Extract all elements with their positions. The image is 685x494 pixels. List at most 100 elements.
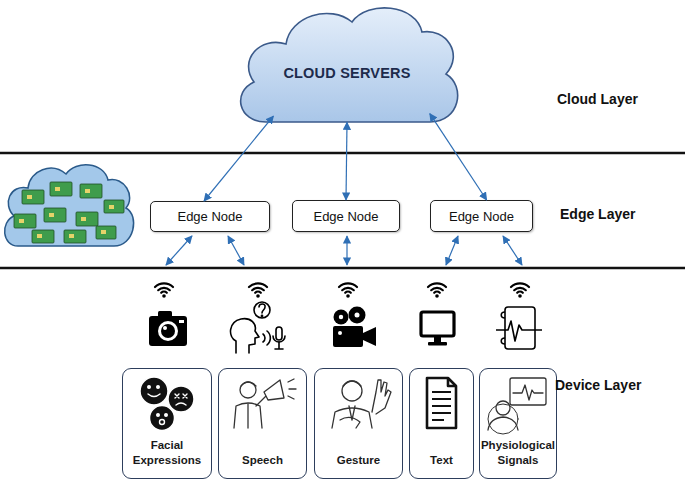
camera-icon <box>161 324 175 338</box>
monitor-icon <box>421 312 454 336</box>
voice-icon <box>273 336 285 342</box>
edge-cluster-icon <box>64 230 86 243</box>
ecg-device-icon <box>501 312 505 344</box>
edge-cluster-icon <box>80 184 102 198</box>
wifi-symbol <box>428 283 446 297</box>
edge-cluster-icon <box>19 219 24 223</box>
voice-icon <box>276 327 282 340</box>
voice-icon <box>259 304 265 313</box>
video-camera-icon <box>333 326 363 347</box>
speaker-illustration <box>288 379 296 399</box>
video-camera-icon <box>334 310 349 325</box>
physiological-illustration <box>496 401 510 415</box>
facial-expression-illustration <box>157 386 160 389</box>
layer-label: Edge Layer <box>560 206 635 222</box>
device-link <box>228 236 244 265</box>
edge-cluster-icon <box>101 230 106 234</box>
camera-icon <box>179 320 184 323</box>
layer-label: Cloud Layer <box>557 91 638 107</box>
layer-label: Device Layer <box>555 377 641 393</box>
node-text: Facial Expressions <box>123 438 211 469</box>
document-illustration <box>448 378 456 386</box>
cloud-shape <box>232 2 462 126</box>
monitor-icon <box>421 312 454 346</box>
voice-icon <box>261 315 262 316</box>
facial-expression-illustration <box>148 386 151 389</box>
edge-cluster-icon <box>49 213 54 217</box>
camera-icon <box>158 321 178 341</box>
speaker-illustration <box>240 382 256 398</box>
edge-cluster-icon <box>81 217 86 221</box>
voice-icon <box>267 331 270 345</box>
voice-icon <box>231 302 285 353</box>
camera-icon <box>163 326 167 330</box>
bidirectional-arrow <box>430 114 487 200</box>
speaker-illustration <box>264 380 284 400</box>
layer-divider <box>0 267 685 270</box>
node-text: Edge Node <box>177 209 242 224</box>
wifi-symbol <box>339 283 357 297</box>
speaker-illustration <box>256 396 266 406</box>
edge-cluster-icon <box>44 208 66 222</box>
node-text: Physiological Signals <box>479 438 557 469</box>
edge-node-box: Edge Node <box>292 200 400 232</box>
facial-expression-illustration <box>160 420 165 425</box>
facial-expression-illustration <box>140 377 168 405</box>
voice-icon <box>263 334 265 342</box>
facial-expression-illustration <box>175 394 187 398</box>
video-camera-icon <box>349 307 366 324</box>
edge-cluster-icon <box>96 226 116 239</box>
facial-expression-illustration <box>176 403 186 405</box>
modality-box: Text <box>409 368 474 479</box>
gesture-illustration <box>332 408 372 428</box>
layer-divider <box>0 152 685 155</box>
physiological-illustration <box>488 417 518 430</box>
speaker-illustration <box>241 382 256 386</box>
edge-cluster-icon <box>76 212 98 226</box>
video-camera-icon <box>339 315 343 319</box>
gesture-illustration <box>372 380 391 414</box>
device-link <box>503 236 522 265</box>
document-illustration <box>427 378 456 428</box>
cloud-server: CLOUD SERVERS <box>232 2 462 126</box>
edge-cluster-icon <box>109 205 114 209</box>
modality-box: Facial Expressions <box>122 368 212 479</box>
edge-cluster-icon <box>104 200 124 213</box>
device-link <box>346 236 347 265</box>
node-text: CLOUD SERVERS <box>283 65 410 81</box>
edge-cluster-icon <box>50 182 72 196</box>
facial-expression-illustration <box>150 406 175 431</box>
edge-cluster-icon <box>5 165 134 246</box>
facial-expression-illustration <box>140 377 194 431</box>
edge-cluster-icon <box>85 189 90 193</box>
voice-icon <box>275 342 283 349</box>
physiological-illustration <box>488 404 518 434</box>
ecg-device-icon <box>496 321 542 341</box>
physiological-illustration <box>488 378 546 434</box>
document-illustration <box>427 378 456 428</box>
camera-icon <box>149 311 187 346</box>
edge-cluster-icon <box>5 165 134 246</box>
speaker-illustration <box>247 404 248 428</box>
physiological-illustration <box>513 385 543 400</box>
wifi-symbol <box>511 283 529 297</box>
speaker-illustration <box>234 403 262 428</box>
gesture-illustration <box>332 380 391 428</box>
node-text: Edge Node <box>313 209 378 224</box>
facial-expression-illustration <box>148 394 160 397</box>
device-link <box>166 236 522 265</box>
facial-expression-illustration <box>157 414 160 417</box>
modality-box: Gesture <box>314 368 403 479</box>
monitor-icon <box>428 342 447 346</box>
edge-cluster-icon <box>55 187 60 191</box>
edge-node-box: Edge Node <box>150 201 270 232</box>
facial-expression-illustration <box>148 386 187 425</box>
facial-expression-illustration <box>168 386 194 412</box>
edge-cluster-icon <box>37 234 42 238</box>
gesture-illustration <box>342 381 362 401</box>
video-camera-icon <box>363 327 376 346</box>
gesture-illustration <box>340 417 360 428</box>
voice-icon <box>254 302 270 318</box>
wifi-symbol <box>155 283 529 297</box>
